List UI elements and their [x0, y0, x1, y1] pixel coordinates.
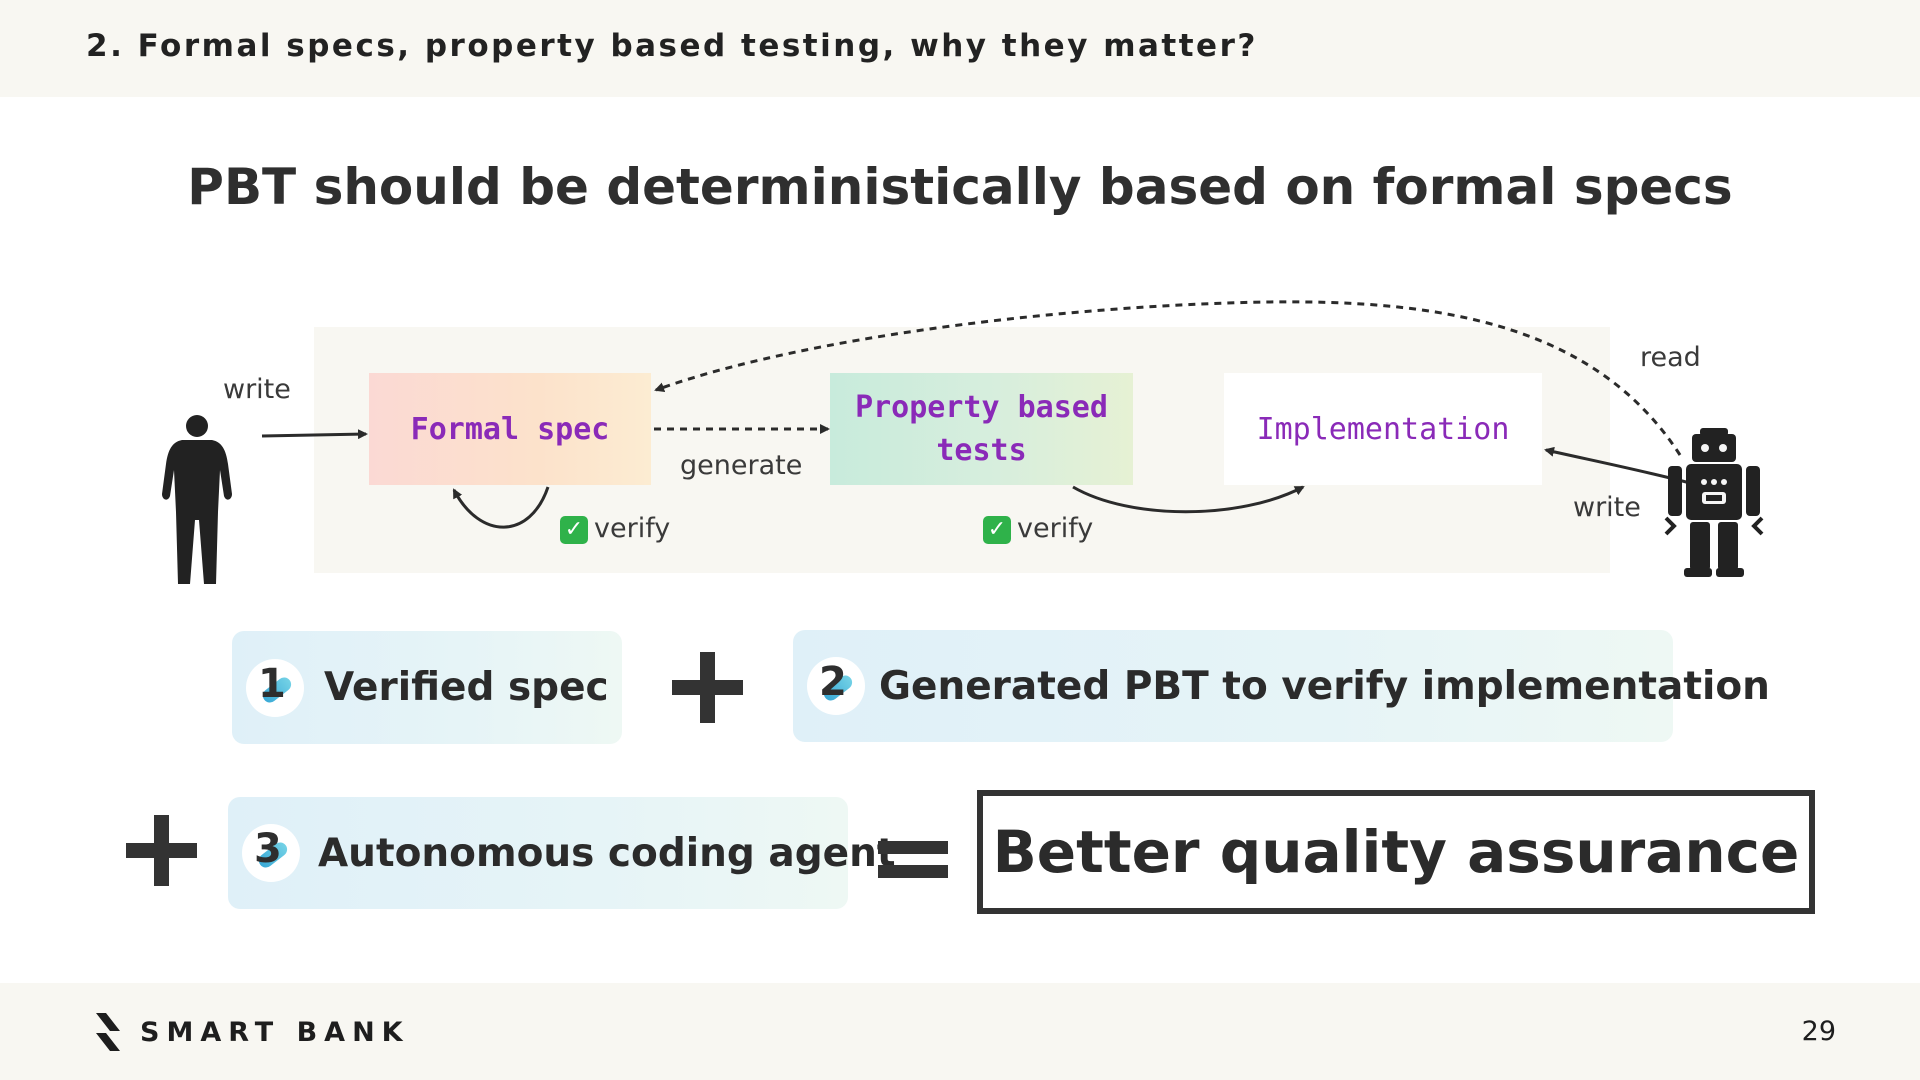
smart-bank-logo-icon: [90, 1011, 126, 1053]
plus-icon-bar: [672, 680, 743, 695]
summary-item-2-text: Generated PBT to verify implementation: [879, 664, 1770, 709]
badge-number: 2: [819, 659, 847, 705]
property-based-tests-node: Property based tests: [830, 373, 1133, 485]
check-icon: ✓: [560, 516, 588, 544]
robot-write-label: write: [1573, 492, 1641, 523]
summary-item-1-text: Verified spec: [324, 665, 609, 710]
summary-item-1: 1 Verified spec: [232, 631, 622, 744]
human-write-label: write: [223, 374, 291, 405]
verify-spec-label: ✓verify: [560, 513, 670, 544]
brand-name: SMART BANK: [140, 1017, 410, 1048]
arrow-verify-impl: [1073, 487, 1303, 512]
verify-impl-label: ✓verify: [983, 513, 1093, 544]
number-badge-1: 1: [246, 659, 304, 717]
check-icon: ✓: [983, 516, 1011, 544]
summary-item-3-text: Autonomous coding agent: [318, 831, 895, 876]
badge-number: 3: [254, 826, 282, 872]
arrow-verify-spec: [454, 487, 548, 527]
formal-spec-node: Formal spec: [369, 373, 651, 485]
robot-figure-icon: [1662, 426, 1766, 578]
robot-read-label: read: [1640, 342, 1701, 373]
arrow-human-to-spec: [262, 434, 366, 436]
summary-item-2: 2 Generated PBT to verify implementation: [793, 630, 1673, 742]
number-badge-3: 3: [242, 824, 300, 882]
result-box: Better quality assurance: [977, 790, 1815, 914]
verify-spec-text: verify: [594, 513, 670, 544]
generate-label: generate: [680, 450, 802, 481]
plus-icon-bar: [126, 843, 197, 858]
verify-impl-text: verify: [1017, 513, 1093, 544]
implementation-node: Implementation: [1224, 373, 1542, 485]
human-figure-icon: [160, 412, 234, 588]
badge-number: 1: [258, 661, 286, 707]
page-number: 29: [1802, 1016, 1836, 1047]
number-badge-2: 2: [807, 657, 865, 715]
summary-item-3: 3 Autonomous coding agent: [228, 797, 848, 909]
equals-icon: [878, 841, 948, 854]
equals-icon-bar: [878, 865, 948, 878]
